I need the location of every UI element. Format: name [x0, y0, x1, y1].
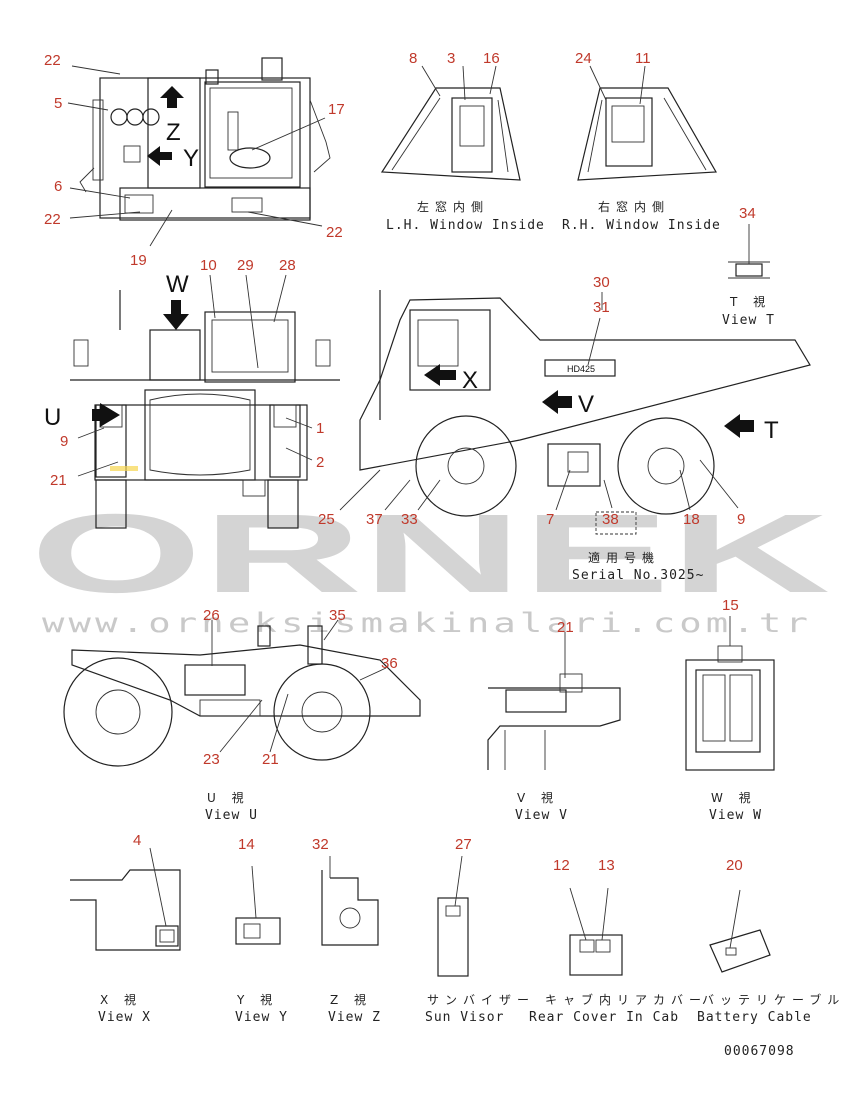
callout-15: 15: [722, 597, 739, 614]
battery-cable-detail: [709, 889, 771, 973]
view-w-detail: [685, 616, 775, 771]
callout-30: 30: [593, 274, 610, 291]
callout-9: 9: [60, 433, 68, 450]
callout-8: 8: [409, 50, 417, 67]
callout-24: 24: [575, 50, 592, 67]
watermark-url: www.orneksismakinalari.com.tr: [42, 608, 812, 639]
callout-11: 11: [635, 50, 651, 67]
view-t-caption: View T: [722, 313, 775, 328]
callout-17: 17: [328, 101, 345, 118]
callout-9: 9: [737, 511, 745, 528]
view-z-detail: [321, 856, 379, 946]
view-w-caption: View W: [709, 808, 762, 823]
battery-cable-caption: Battery Cable: [697, 1010, 812, 1025]
view-t-detail: [728, 224, 770, 279]
truck-front-view: W U: [44, 271, 340, 529]
view-v-detail: [487, 632, 621, 770]
callout-25: 25: [318, 511, 335, 528]
callout-27: 27: [455, 836, 472, 853]
rh-window-caption: R.H. Window Inside: [562, 218, 721, 233]
callout-14: 14: [238, 836, 255, 853]
callout-3: 3: [447, 50, 455, 67]
view-u-caption: View U: [205, 808, 258, 823]
view-y-caption: View Y: [235, 1010, 288, 1025]
callout-18: 18: [683, 511, 700, 528]
callout-28: 28: [279, 257, 296, 274]
rear-cover-jp: キャブ内リアカバー: [545, 992, 707, 1007]
lh-window-jp: 左窓内側: [417, 199, 489, 214]
callout-10: 10: [200, 257, 217, 274]
callout-31: 31: [593, 299, 610, 316]
serial-note-jp: 適用号機: [588, 550, 660, 565]
callout-22: 22: [326, 224, 343, 241]
marker-z: Z: [166, 119, 181, 146]
view-t-jp: T 視: [729, 294, 771, 309]
cab-rear-view: Z Y: [67, 57, 331, 247]
model-badge: HD425: [567, 364, 595, 374]
sun-visor-caption: Sun Visor: [425, 1010, 504, 1025]
callout-21: 21: [557, 619, 574, 636]
rh-window-jp: 右窓内側: [598, 199, 670, 214]
drawing-number: 00067098: [724, 1044, 795, 1059]
callout-34: 34: [739, 205, 756, 222]
callout-38: 38: [602, 511, 619, 528]
callout-2: 2: [316, 454, 324, 471]
view-z-caption: View Z: [328, 1010, 381, 1025]
lh-window-caption: L.H. Window Inside: [386, 218, 545, 233]
rear-cover-caption: Rear Cover In Cab: [529, 1010, 679, 1025]
callout-33: 33: [401, 511, 418, 528]
callout-21: 21: [262, 751, 279, 768]
marker-u: U: [44, 404, 61, 431]
watermark-brand: ORNEK: [30, 491, 830, 616]
sun-visor-detail: [437, 855, 469, 977]
callout-7: 7: [546, 511, 554, 528]
callout-13: 13: [598, 857, 615, 874]
callout-22: 22: [44, 52, 61, 69]
sun-visor-jp: サンバイザー: [427, 993, 535, 1007]
view-y-jp: Y 視: [236, 992, 278, 1007]
marker-y: Y: [183, 145, 199, 172]
view-x-caption: View X: [98, 1010, 151, 1025]
view-x-detail: [70, 847, 181, 951]
serial-note-caption: Serial No.3025~: [572, 568, 704, 583]
view-v-jp: V 視: [517, 790, 559, 805]
watermark: ORNEK www.orneksismakinalari.com.tr: [30, 491, 830, 639]
view-x-jp: X 視: [100, 992, 142, 1007]
view-v-caption: View V: [515, 808, 568, 823]
callout-6: 6: [54, 178, 62, 195]
truck-side-view: HD425 X V T: [339, 290, 811, 535]
callout-32: 32: [312, 836, 329, 853]
callout-4: 4: [133, 832, 141, 849]
callout-26: 26: [203, 607, 220, 624]
callout-21: 21: [50, 472, 67, 489]
view-w-jp: W 視: [711, 790, 757, 805]
view-y-detail: [235, 865, 281, 945]
view-u-detail: [63, 619, 421, 767]
callout-29: 29: [237, 257, 254, 274]
view-u-jp: U 視: [207, 790, 250, 805]
rh-window-view: [577, 65, 718, 181]
view-z-jp: Z 視: [330, 992, 372, 1007]
callout-12: 12: [553, 857, 570, 874]
callout-23: 23: [203, 751, 220, 768]
marker-v: V: [578, 391, 594, 418]
rear-cover-detail: [569, 887, 623, 976]
callout-20: 20: [726, 857, 743, 874]
callout-35: 35: [329, 607, 346, 624]
callout-1: 1: [316, 420, 324, 437]
callout-19: 19: [130, 252, 147, 269]
callout-36: 36: [381, 655, 398, 672]
battery-cable-jp: バッテリケーブル: [702, 992, 845, 1007]
marker-w: W: [166, 271, 189, 298]
marker-t: T: [764, 417, 779, 444]
marker-x: X: [462, 367, 478, 394]
callout-5: 5: [54, 95, 62, 112]
callout-22: 22: [44, 211, 61, 228]
lh-window-view: [380, 65, 521, 181]
callout-16: 16: [483, 50, 500, 67]
callout-37: 37: [366, 511, 383, 528]
